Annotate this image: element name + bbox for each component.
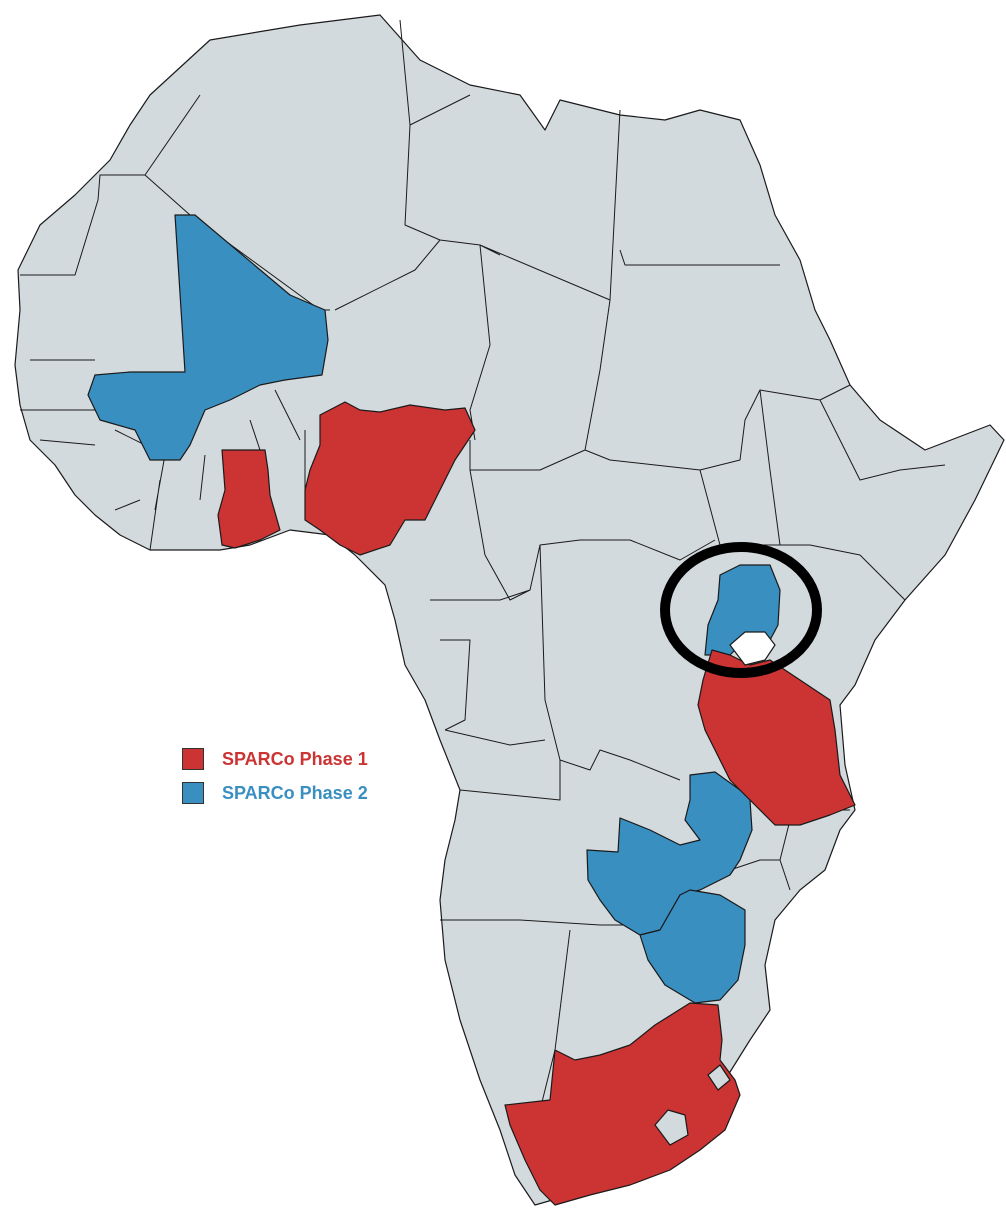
africa-continent — [14, 14, 1005, 1206]
legend-item-phase2: SPARCo Phase 2 — [182, 776, 368, 810]
south-africa-region — [504, 1002, 741, 1206]
eswatini-enclave — [707, 1064, 731, 1091]
legend-label-phase1: SPARCo Phase 1 — [222, 748, 368, 769]
ghana-region — [217, 449, 281, 549]
legend-swatch-phase1 — [182, 748, 204, 770]
highlight-circle — [660, 542, 822, 678]
map-legend: SPARCo Phase 1 SPARCo Phase 2 — [182, 742, 368, 810]
lake-victoria — [729, 631, 776, 666]
zambia-region — [586, 771, 753, 936]
legend-swatch-phase2 — [182, 782, 204, 804]
mali-region — [87, 214, 329, 461]
nigeria-region — [304, 401, 476, 556]
lesotho-enclave — [654, 1109, 689, 1146]
tanzania-region — [697, 649, 856, 826]
legend-item-phase1: SPARCo Phase 1 — [182, 742, 368, 776]
legend-label-phase2: SPARCo Phase 2 — [222, 782, 368, 803]
